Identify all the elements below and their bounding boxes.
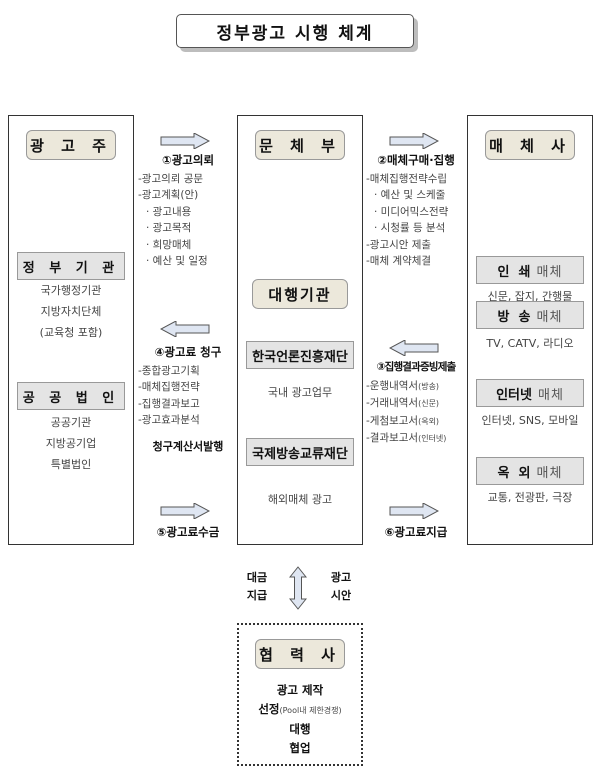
media-suffix: 매체 <box>537 387 564 403</box>
step5-fee-collection-block: ⑤광고료수금 <box>138 524 238 543</box>
list-item: · 미디어믹스전략 <box>374 205 449 218</box>
ministry-heading: 문 체 부 <box>255 130 345 160</box>
government-agencies-box: 정 부 기 관 <box>17 252 125 280</box>
step3-title: ③집행결과증빙제출 <box>376 361 457 373</box>
overseas-media-ad-text: 해외매체 광고 <box>267 493 333 506</box>
list-item: 공공기관 <box>50 416 92 429</box>
internet-media-box: 인터넷 매체 <box>476 379 584 407</box>
advertiser-column: 광 고 주 정 부 기 관 국가행정기관 지방자치단체 (교육청 포함) 공 공… <box>8 115 134 545</box>
korea-press-foundation-box: 한국언론진흥재단 <box>246 341 354 369</box>
list-item: · 예산 및 일정 <box>146 255 208 267</box>
list-item: -매체 계약체결 <box>366 255 432 267</box>
list-item: 지방자치단체 <box>40 305 102 318</box>
print-media-desc: 신문, 잡지, 간행물 <box>487 290 573 303</box>
invoice-issue-text: 청구계산서발행 <box>152 439 224 453</box>
diagram-title: 정부광고 시행 체계 <box>176 14 414 48</box>
list-item: 특별법인 <box>50 458 92 471</box>
arrow-right-icon <box>160 503 210 519</box>
ministry-column: 문 체 부 대행기관 한국언론진흥재단 국내 광고업무 국제방송교류재단 해외매… <box>237 115 363 545</box>
list-item: -게첨보고서(옥외) <box>366 414 440 427</box>
collaboration-text: 협업 <box>289 741 311 755</box>
broadcast-media-box: 방 송 매체 <box>476 301 584 329</box>
arrow-right-icon <box>389 133 439 149</box>
list-item: 지방공기업 <box>45 437 97 450</box>
partner-box: 협 력 사 광고 제작 선정(Pool내 제한경쟁) 대행 협업 <box>237 623 363 766</box>
ad-production-text: 광고 제작 <box>276 683 324 697</box>
list-item: -결과보고서(인터넷) <box>366 432 447 444</box>
agency-text: 대행 <box>289 722 311 736</box>
arrow-left-icon <box>160 321 210 337</box>
list-item: -거래내역서(신문) <box>366 397 440 409</box>
step1-title: ①광고의뢰 <box>161 153 215 167</box>
public-corporations-list: 공공기관 지방공기업 특별법인 <box>9 414 133 474</box>
payment-label: 대금 지급 <box>246 571 268 602</box>
agency-heading: 대행기관 <box>252 279 348 309</box>
list-item: · 시청률 등 분석 <box>374 222 446 234</box>
internet-media-label: 인터넷 <box>496 387 532 403</box>
double-arrow-vertical-icon <box>289 566 307 610</box>
arrow-left-icon <box>389 340 439 356</box>
media-suffix: 매체 <box>536 264 563 280</box>
list-item: 국가행정기관 <box>40 284 102 297</box>
arrow-right-icon <box>389 503 439 519</box>
step6-title: ⑥광고료지급 <box>384 525 448 539</box>
list-item: -광고효과분석 <box>138 414 200 426</box>
domestic-ad-work-text: 국내 광고업무 <box>267 386 333 399</box>
step2-title: ②매체구매·집행 <box>377 153 455 167</box>
step6-fee-payment-block: ⑥광고료지급 <box>366 524 466 543</box>
media-suffix: 매체 <box>536 309 563 325</box>
list-item: -집행결과보고 <box>138 397 200 410</box>
list-item: -운행내역서(방송) <box>366 379 440 392</box>
selection-text: 선정(Pool내 제한경쟁) <box>258 702 342 716</box>
arrow-right-icon <box>160 133 210 149</box>
list-item: -광고의뢰 공문 <box>138 172 204 185</box>
list-item: -광고계획(안) <box>138 189 199 201</box>
step4-fee-claim-block: ④광고료 청구 -종합광고기획 -매체집행전략 -집행결과보고 -광고효과분석 … <box>138 344 238 455</box>
internet-media-desc: 인터넷, SNS, 모바일 <box>481 414 579 427</box>
list-item: -종합광고기획 <box>138 364 200 377</box>
government-agencies-list: 국가행정기관 지방자치단체 (교육청 포함) <box>9 282 133 342</box>
print-media-label: 인 쇄 <box>497 264 531 280</box>
partner-details: 광고 제작 선정(Pool내 제한경쟁) 대행 협업 <box>239 681 361 758</box>
outdoor-media-desc: 교통, 전광판, 극장 <box>487 491 573 504</box>
list-item: (교육청 포함) <box>39 326 103 339</box>
list-item: -광고시안 제출 <box>366 238 432 251</box>
list-item: -매체집행전략 <box>138 381 200 393</box>
list-item: · 예산 및 스케줄 <box>374 189 446 201</box>
list-item: -매체집행전략수립 <box>366 172 448 185</box>
partner-heading: 협 력 사 <box>255 639 345 669</box>
media-heading: 매 체 사 <box>485 130 575 160</box>
step1-request-block: ①광고의뢰 -광고의뢰 공문 -광고계획(안) · 광고내용 · 광고목적 · … <box>138 152 238 270</box>
step4-title: ④광고료 청구 <box>154 345 222 359</box>
step5-title: ⑤광고료수금 <box>156 525 220 539</box>
list-item: · 광고목적 <box>146 222 192 234</box>
media-suffix: 매체 <box>536 465 563 481</box>
list-item: · 광고내용 <box>146 205 192 218</box>
arirang-foundation-box: 국제방송교류재단 <box>246 438 354 466</box>
broadcast-media-label: 방 송 <box>497 309 531 325</box>
print-media-box: 인 쇄 매체 <box>476 256 584 284</box>
step2-media-purchase-block: ②매체구매·집행 -매체집행전략수립 · 예산 및 스케줄 · 미디어믹스전략 … <box>366 152 466 270</box>
step3-result-submission-block: ③집행결과증빙제출 -운행내역서(방송) -거래내역서(신문) -게첨보고서(옥… <box>366 359 466 448</box>
broadcast-media-desc: TV, CATV, 라디오 <box>486 337 574 350</box>
outdoor-media-box: 옥 외 매체 <box>476 457 584 485</box>
list-item: · 희망매체 <box>146 238 192 251</box>
ad-draft-label: 광고 시안 <box>330 571 352 602</box>
outdoor-media-label: 옥 외 <box>497 465 531 481</box>
advertiser-heading: 광 고 주 <box>26 130 116 160</box>
public-corporations-box: 공 공 법 인 <box>17 382 125 410</box>
